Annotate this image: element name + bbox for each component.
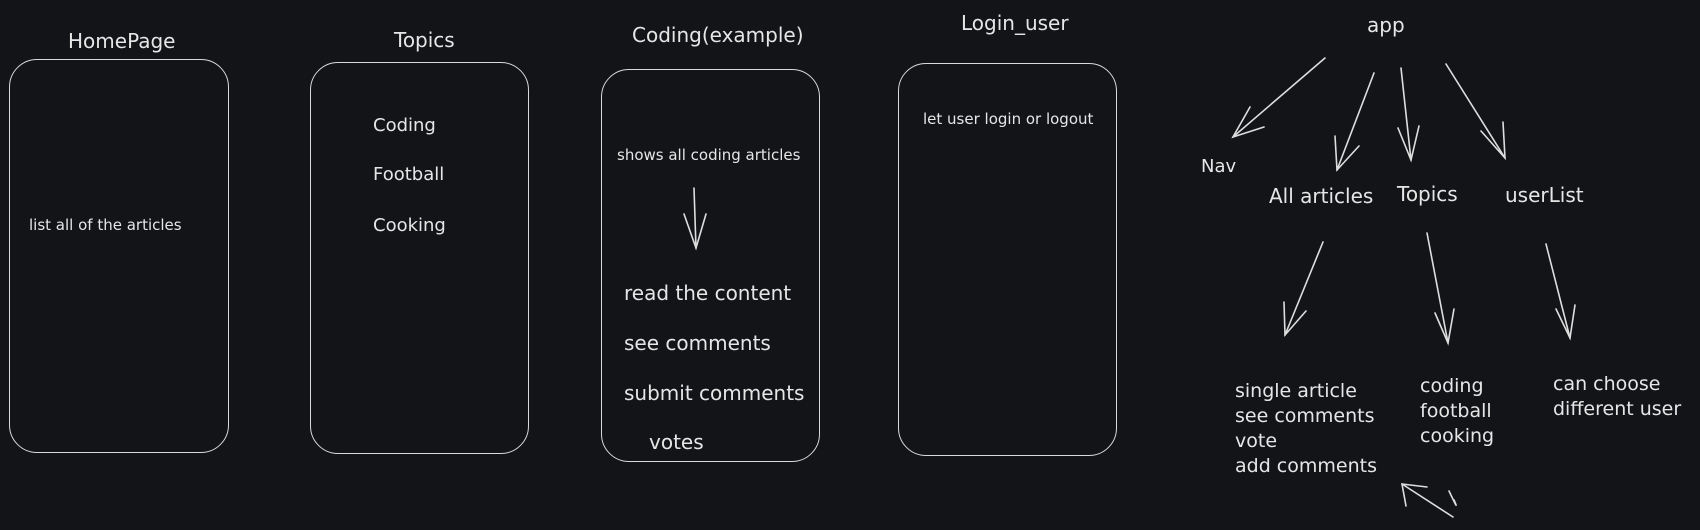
userlist-to-details-arrow [1545,243,1576,341]
topics-to-details-arrow [1426,232,1455,346]
login-title: Login_user [961,11,1069,35]
topics-frame: Coding Football Cooking [310,62,529,454]
tree-root-app: app [1367,13,1405,37]
topics-item-football: Football [373,164,445,185]
app-to-userlist-arrow [1445,63,1506,161]
app-to-topics-arrow [1397,67,1420,163]
tree-leaf-article-details: single article see comments vote add com… [1235,380,1377,477]
coding-summary: shows all coding articles [617,146,801,164]
tree-node-topics: Topics [1397,182,1458,206]
topics-item-cooking: Cooking [373,215,446,236]
homepage-title: HomePage [68,29,176,53]
loose-sketch-arrow [1401,483,1457,518]
coding-action-submit-comments: submit comments [624,381,805,405]
coding-action-read: read the content [624,281,792,305]
login-description: let user login or logout [923,110,1094,128]
coding-frame: shows all coding articles read the conte… [601,69,820,462]
homepage-description: list all of the articles [29,216,182,234]
coding-title: Coding(example) [632,23,804,47]
topics-title: Topics [394,28,455,52]
tree-leaf-topic-details: coding football cooking [1420,375,1495,447]
app-to-nav-arrow [1231,57,1326,139]
coding-action-votes: votes [649,430,704,454]
coding-action-see-comments: see comments [624,331,771,355]
app-to-all-articles-arrow [1334,72,1375,172]
homepage-frame: list all of the articles [9,59,229,453]
coding-down-arrow [683,187,707,251]
tree-node-userlist: userList [1505,183,1584,207]
topics-item-coding: Coding [373,115,436,136]
all-articles-to-details-arrow [1283,241,1324,338]
login-frame: let user login or logout [898,63,1117,456]
tree-node-all-articles: All articles [1269,184,1374,208]
tree-node-nav: Nav [1201,156,1237,177]
tree-leaf-user-details: can choose different user [1553,373,1682,420]
